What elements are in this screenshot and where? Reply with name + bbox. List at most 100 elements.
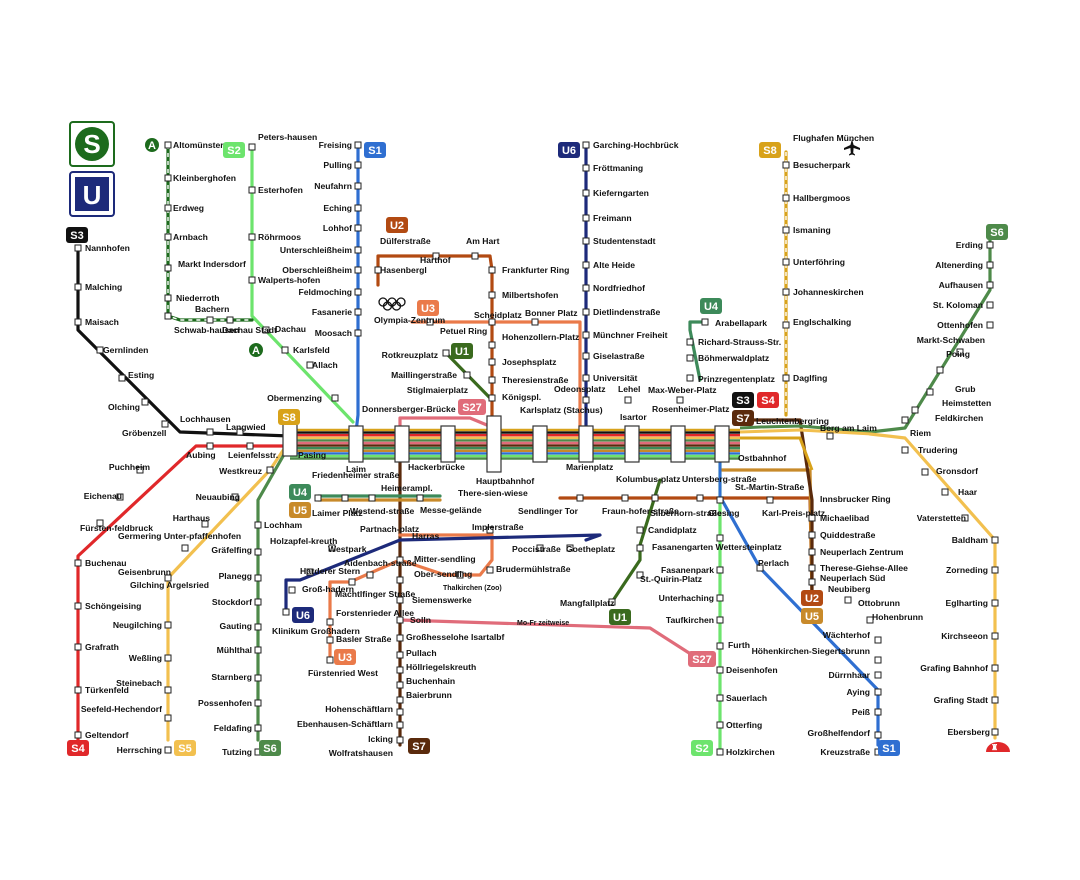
stop-marker-168[interactable] [808,578,816,586]
line-badge-s8-10[interactable]: S8 [278,409,300,425]
stop-marker-22[interactable] [354,246,362,254]
station-label-grafing-stadt[interactable]: Grafing Stadt [934,695,989,705]
station-label-germering[interactable]: Germering Unter-pfaffenhofen [118,531,241,541]
station-label-forstenrieder[interactable]: Forstenrieder Allee [336,608,414,618]
stop-marker-33[interactable] [531,318,539,326]
station-label-allach[interactable]: Allach [312,360,338,370]
stop-marker-85[interactable] [206,442,214,450]
station-label-quiddestrasse[interactable]: Quiddestraße [820,530,876,540]
hub-marienplatz[interactable] [578,425,594,463]
stop-marker-124[interactable] [396,576,404,584]
line-badge-u1-19[interactable]: U1 [609,609,631,625]
stop-marker-75[interactable] [901,416,909,424]
stop-marker-78[interactable] [74,318,82,326]
stop-marker-49[interactable] [582,331,590,339]
station-label-geisenbrunn[interactable]: Geisenbrunn [118,567,171,577]
station-label-kirchseeon[interactable]: Kirchseeon [941,631,988,641]
station-label-walpertshofen[interactable]: Walperts-hofen [258,275,320,285]
line-badge-s27-20[interactable]: S27 [688,651,716,667]
station-label-buchenau[interactable]: Buchenau [85,558,127,568]
stop-marker-115[interactable] [314,494,322,502]
station-label-st-martin[interactable]: St.-Martin-Straße [735,482,804,492]
station-label-grafrath[interactable]: Grafrath [85,642,119,652]
station-label-giesing[interactable]: Giesing [708,508,740,518]
stop-marker-41[interactable] [582,141,590,149]
line-badge-u2-2[interactable]: U2 [386,217,408,233]
stop-marker-161[interactable] [716,721,724,729]
station-label-grub[interactable]: Grub [955,384,976,394]
stop-marker-171[interactable] [844,596,852,604]
stop-marker-46[interactable] [582,261,590,269]
station-label-olympiazentrum[interactable]: Olympia-Zentrum [374,315,446,325]
stop-marker-35[interactable] [488,341,496,349]
station-label-karlsplatz[interactable]: Karlsplatz (Stachus) [520,405,603,415]
station-label-hackerbruecke[interactable]: Hackerbrücke [408,462,465,472]
station-label-roehrmoos[interactable]: Röhrmoos [258,232,301,242]
stop-marker-48[interactable] [582,308,590,316]
station-label-grafing-bahnhof[interactable]: Grafing Bahnhof [920,663,988,673]
stop-marker-152[interactable] [608,598,616,606]
station-label-harthaus[interactable]: Harthaus [173,513,210,523]
line-badge-u3-3[interactable]: U3 [417,300,439,316]
stop-marker-175[interactable] [874,671,882,679]
station-label-ebenhausen[interactable]: Ebenhausen-Schäftlarn [297,719,393,729]
station-label-harderer-stern[interactable]: Harderer Stern [300,566,360,576]
stop-marker-1[interactable] [164,174,172,182]
station-label-steinebach[interactable]: Steinebach [116,678,162,688]
stop-marker-36[interactable] [488,358,496,366]
stop-marker-55[interactable] [701,318,709,326]
stop-marker-2[interactable] [164,204,172,212]
stop-marker-34[interactable] [426,318,434,326]
station-label-dachau-stadt[interactable]: Dachau Stadt [222,325,277,335]
station-label-zorneding[interactable]: Zorneding [946,565,988,575]
station-label-malching[interactable]: Malching [85,282,122,292]
station-label-eglharting[interactable]: Eglharting [946,598,989,608]
stop-marker-56[interactable] [686,338,694,346]
stop-marker-51[interactable] [582,374,590,382]
station-label-poing[interactable]: Poing [946,349,970,359]
station-label-hohenbrunn[interactable]: Hohenbrunn [872,612,923,622]
station-label-isartor[interactable]: Isartor [620,412,647,422]
stop-marker-156[interactable] [716,594,724,602]
station-label-ottobrunn[interactable]: Ottobrunn [858,598,900,608]
stop-marker-8[interactable] [226,316,234,324]
station-label-grosshelfendorf[interactable]: Großhelfendorf [807,728,870,738]
stop-marker-159[interactable] [716,666,724,674]
station-label-oberschleissheim[interactable]: Oberschleißheim [282,265,352,275]
stop-marker-133[interactable] [396,721,404,729]
station-label-donnersberger[interactable]: Donnersberger-Brücke [362,404,456,414]
station-label-hoehenkirchen[interactable]: Höhenkirchen-Siegertsbrunn [752,646,870,656]
line-badge-s6-25[interactable]: S6 [259,740,281,756]
stop-marker-162[interactable] [716,748,724,756]
line-badge-s4-13[interactable]: S4 [757,392,779,408]
station-label-icking[interactable]: Icking [368,734,393,744]
station-label-koenigsplatz[interactable]: Königspl. [502,392,541,402]
station-label-laimer-platz[interactable]: Laimer Platz [312,508,363,518]
station-label-berg-am-laim[interactable]: Berg am Laim [820,423,877,433]
stop-marker-111[interactable] [254,674,262,682]
station-label-partnachplatz[interactable]: Partnach-platz [360,524,419,534]
stop-marker-4[interactable] [164,264,172,272]
station-label-neuaubing[interactable]: Neuaubing [196,492,240,502]
hub-laim[interactable] [348,425,364,463]
stop-marker-188[interactable] [991,632,999,640]
line-badge-u2-21[interactable]: U2 [801,590,823,606]
station-label-perlach[interactable]: Perlach [758,558,789,568]
station-label-arabellapark[interactable]: Arabellapark [715,318,767,328]
stop-marker-39[interactable] [442,349,450,357]
station-label-gernlinden[interactable]: Gernlinden [103,345,148,355]
station-label-pulling[interactable]: Pulling [323,160,352,170]
station-label-lehel[interactable]: Lehel [618,384,640,394]
stop-marker-52[interactable] [582,396,590,404]
stop-marker-84[interactable] [236,428,244,436]
stop-marker-71[interactable] [956,348,964,356]
stop-marker-20[interactable] [354,204,362,212]
stop-marker-10[interactable] [248,186,256,194]
station-label-erding[interactable]: Erding [956,240,983,250]
stop-marker-147[interactable] [651,494,659,502]
stop-marker-27[interactable] [374,266,382,274]
stop-marker-73[interactable] [926,388,934,396]
station-label-sauerlach[interactable]: Sauerlach [726,693,767,703]
station-label-aidenbachstrasse[interactable]: Aidenbach-straße [344,558,417,568]
stop-marker-170[interactable] [756,564,764,572]
